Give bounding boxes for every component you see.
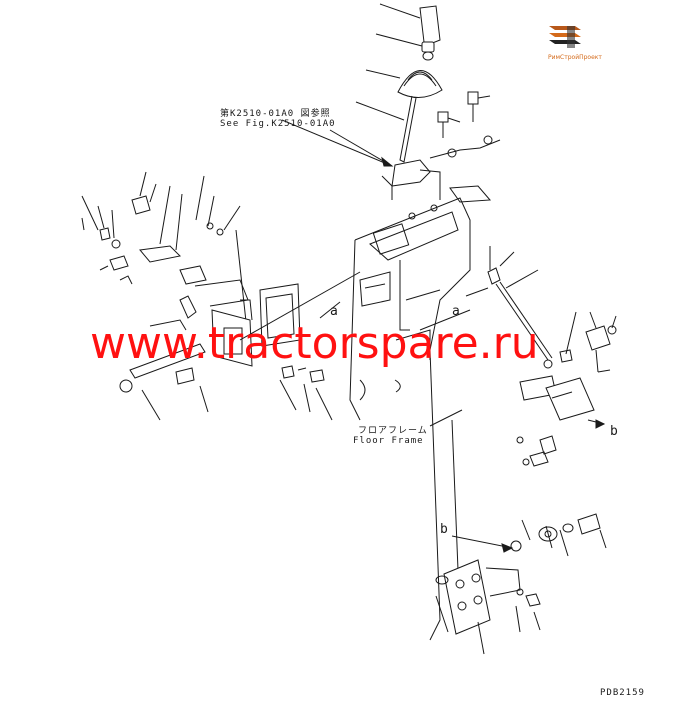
- reference-note-jp: 第K2510-01A0 図参照: [220, 109, 331, 119]
- floor-frame: [349, 197, 471, 641]
- control-linkage-left: [99, 195, 361, 393]
- floor-frame-label-en: Floor Frame: [353, 436, 424, 446]
- leader-lines-left: [81, 171, 333, 421]
- watermark: www.tractorspare.ru: [90, 318, 539, 369]
- floor-frame-label-jp: フロアフレーム: [358, 426, 428, 436]
- callout-b-lower: b: [440, 522, 448, 537]
- reference-note-en: See Fig.K2510-01A0: [220, 119, 336, 129]
- shift-lever-assembly: [381, 5, 501, 203]
- callout-a-right: a: [452, 304, 460, 319]
- company-logo-text: РимСтройПроект: [548, 54, 602, 61]
- callout-a-left: a: [330, 304, 338, 319]
- leader-lines-top: [329, 3, 491, 166]
- figure-code: PDB2159: [600, 688, 645, 698]
- pointer-arrows: [281, 119, 606, 553]
- sensor-assembly-right: [487, 246, 617, 467]
- lower-bracket-assembly: [435, 513, 607, 655]
- callout-b-right: b: [610, 424, 618, 439]
- company-logo: [549, 26, 581, 48]
